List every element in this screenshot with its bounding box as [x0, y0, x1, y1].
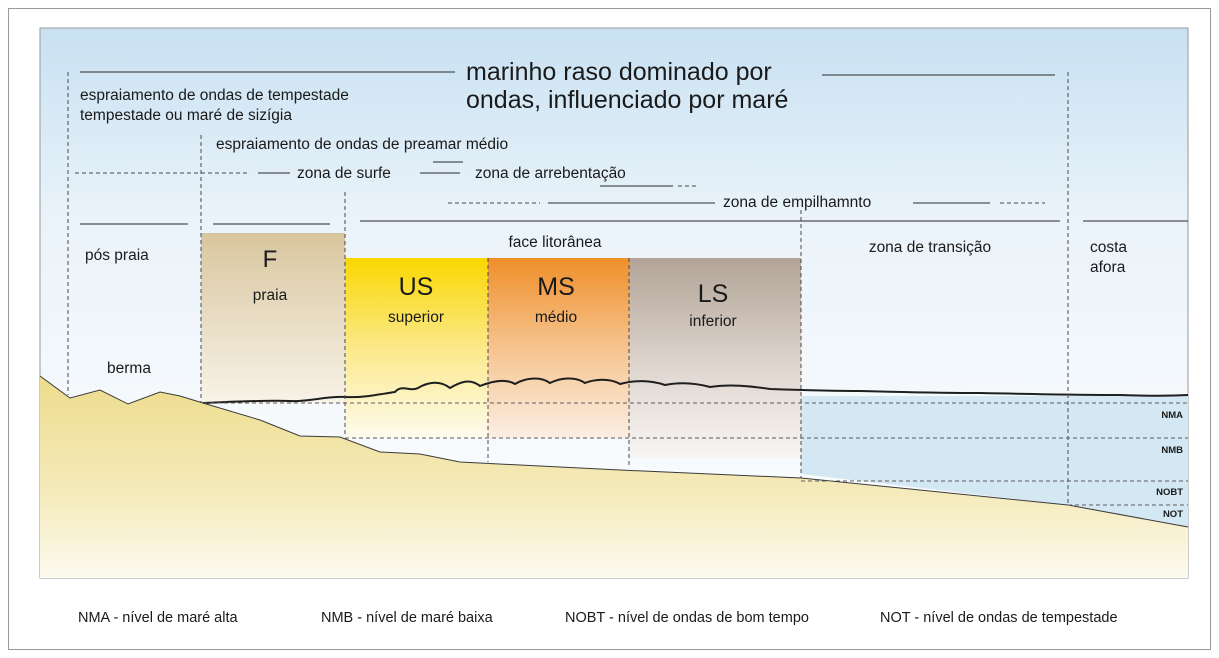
dashed-bracket-lines [75, 172, 1045, 204]
level-nmb-label: NMB [1161, 445, 1183, 456]
level-not-label: NOT [1163, 509, 1183, 520]
offshore-label-2: afora [1090, 259, 1126, 276]
shoaling-zone-label: zona de empilhamnto [723, 194, 871, 211]
legend-nobt: NOBT - nível de ondas de bom tempo [565, 610, 809, 626]
bracket-lines [80, 71, 1188, 225]
lower-name-label: inferior [689, 313, 736, 330]
middle-name-label: médio [535, 309, 577, 326]
water-surface-line [202, 377, 1189, 404]
offshore-label-1: costa [1090, 239, 1127, 256]
upper-name-label: superior [388, 309, 444, 326]
legend-nmb: NMB - nível de maré baixa [321, 610, 493, 626]
middle-code-label: MS [537, 273, 575, 301]
surf-zone-label: zona de surfe [297, 165, 391, 182]
lower-shoreface-box [629, 258, 801, 458]
zone-dividers [67, 72, 1069, 505]
title-line-1: marinho raso dominado por [466, 58, 772, 86]
shoreface-label: face litorânea [508, 234, 601, 251]
storm-swash-label-1: espraiamento de ondas de tempestade [80, 87, 349, 104]
seabed-profile-line [39, 375, 1189, 528]
legend-not: NOT - nível de ondas de tempestade [880, 610, 1118, 626]
upper-shoreface-box [345, 258, 488, 438]
offshore-water [801, 396, 1188, 527]
level-nobt-label: NOBT [1156, 487, 1183, 498]
storm-swash-label-2: tempestade ou maré de sizígia [80, 107, 292, 124]
transition-zone-label: zona de transição [869, 239, 991, 256]
high-tide-swash-label: espraiamento de ondas de preamar médio [216, 136, 508, 153]
foreshore-name-label: praia [253, 287, 288, 304]
breaker-zone-label: zona de arrebentação [475, 165, 626, 182]
sand-seabed [40, 376, 1188, 578]
backshore-label: pós praia [85, 247, 149, 264]
legend-nma: NMA - nível de maré alta [78, 610, 238, 626]
title-line-2: ondas, influenciado por maré [466, 86, 788, 114]
middle-shoreface-box [488, 258, 629, 438]
lower-code-label: LS [698, 280, 729, 308]
upper-code-label: US [399, 273, 434, 301]
foreshore-box [201, 233, 345, 403]
level-nma-label: NMA [1161, 410, 1183, 421]
berm-label: berma [107, 360, 151, 377]
level-lines [203, 402, 1188, 506]
foreshore-code-label: F [263, 246, 278, 273]
